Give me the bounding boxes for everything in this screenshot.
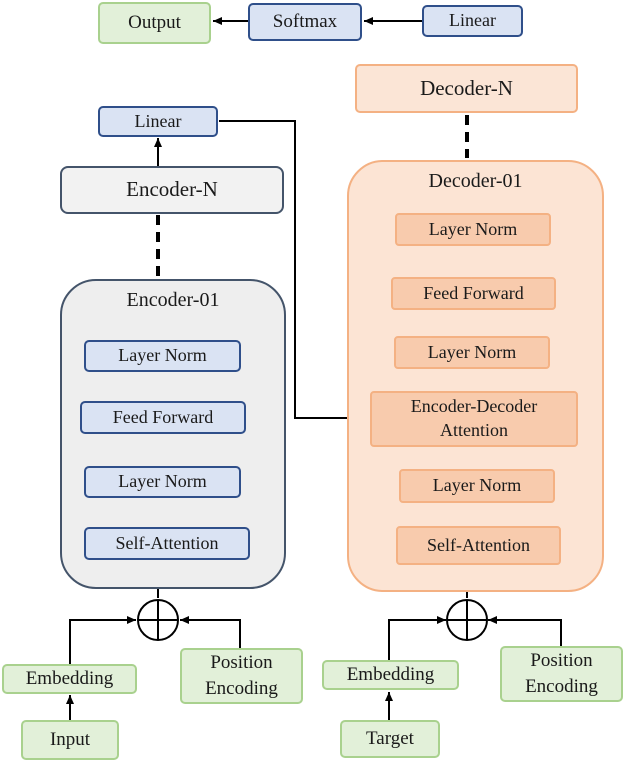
decoder-feed-forward: Feed Forward (391, 277, 556, 310)
encoder-position-encoding-line1: Position (210, 651, 273, 673)
input-box: Input (21, 720, 119, 760)
encoder-feed-forward: Feed Forward (80, 401, 246, 434)
encoder-layer-norm-top: Layer Norm (84, 340, 241, 372)
encoder-embedding-label: Embedding (25, 667, 114, 689)
decoder-position-encoding-line2: Encoding (525, 675, 598, 697)
embedding-to-sum-arrow (69, 616, 136, 664)
encoder-embedding: Embedding (2, 664, 137, 694)
encoder-layer-norm-bottom: Layer Norm (84, 466, 241, 498)
decoder-embedding: Embedding (322, 660, 459, 690)
softmax-box: Softmax (248, 3, 362, 41)
decoder-layer-norm-mid: Layer Norm (394, 336, 550, 369)
decoder-embedding-label: Embedding (346, 663, 435, 685)
decoder-layer-norm-top: Layer Norm (395, 213, 551, 246)
encoder-linear: Linear (98, 106, 218, 137)
dec-embedding-to-sum-arrow (388, 616, 446, 660)
decoder-position-encoding-line1: Position (530, 649, 593, 671)
encoder-block-title: Encoder-01 (126, 289, 220, 311)
encoder-self-attention: Self-Attention (84, 527, 250, 560)
decoder-linear: Linear (422, 5, 523, 37)
encoder-position-encoding: Position Encoding (180, 648, 303, 704)
decoder-n-box: Decoder-N (355, 64, 578, 113)
decoder-self-attention: Self-Attention (396, 526, 561, 565)
encoder-n-box: Encoder-N (60, 166, 284, 214)
decoder-block-title: Decoder-01 (428, 170, 523, 192)
encoder-position-encoding-line2: Encoding (205, 677, 278, 699)
posenc-to-sum-arrow (180, 616, 241, 648)
decoder-sum-node (446, 599, 488, 641)
decoder-position-encoding: Position Encoding (500, 646, 623, 702)
decoder-layer-norm-bottom: Layer Norm (399, 469, 555, 503)
cross-attention-line2: Attention (440, 420, 508, 440)
target-box: Target (340, 720, 440, 758)
output-box: Output (98, 2, 211, 44)
cross-attention-line1: Encoder-Decoder (410, 396, 538, 417)
encoder-sum-node (137, 599, 179, 641)
encoder-linear-to-cross-attention-arrow (219, 120, 370, 422)
decoder-cross-attention: Encoder-Decoder Attention (370, 391, 578, 447)
dec-posenc-to-sum-arrow (488, 616, 562, 646)
